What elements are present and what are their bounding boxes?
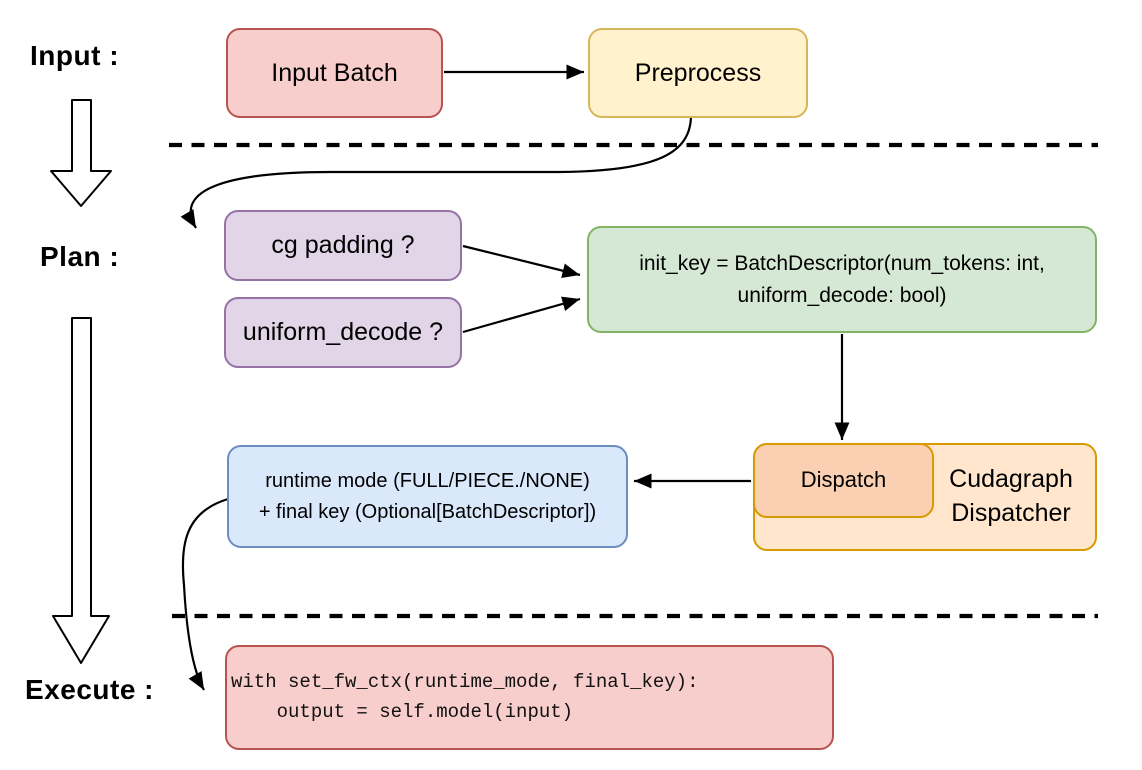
arrow-cgpadding-initkey <box>462 244 581 279</box>
cudagraph-line2: Dispatcher <box>951 499 1071 527</box>
arrow-preprocess-cgpadding <box>180 117 693 229</box>
node-input-batch: Input Batch <box>226 28 443 118</box>
cudagraph-line1: Cudagraph <box>949 465 1073 494</box>
node-preprocess: Preprocess <box>588 28 808 118</box>
node-uniform-decode-label: uniform_decode ? <box>242 318 444 347</box>
node-cg-padding: cg padding ? <box>224 210 462 281</box>
node-init-key-line2: uniform_decode: bool) <box>737 283 947 307</box>
phase-arrow-input-to-plan <box>50 99 112 207</box>
node-cg-padding-label: cg padding ? <box>271 231 415 260</box>
phase-label-execute: Execute : <box>25 674 154 705</box>
node-dispatch: Dispatch <box>753 443 934 518</box>
arrow-runtimemode-executecode <box>181 497 229 691</box>
node-runtime-mode-line2: + final key (Optional[BatchDescriptor]) <box>258 500 597 523</box>
phase-label-plan: Plan : <box>40 241 120 272</box>
execute-code-line1: with set_fw_ctx(runtime_mode, final_key)… <box>231 671 699 694</box>
node-dispatch-label: Dispatch <box>800 467 887 493</box>
execute-code-line2: output = self.model(input) <box>231 700 574 723</box>
phase-label-input: Input : <box>30 40 120 71</box>
node-runtime-mode-line1: runtime mode (FULL/PIECE./NONE) <box>265 469 590 492</box>
node-execute-code: with set_fw_ctx(runtime_mode, final_key)… <box>225 645 834 750</box>
node-init-key-line1: init_key = BatchDescriptor(num_tokens: i… <box>639 252 1045 275</box>
arrow-uniformdecode-initkey <box>462 296 581 334</box>
node-cudagraph-dispatcher-label: Cudagraph Dispatcher <box>927 463 1095 531</box>
node-preprocess-label: Preprocess <box>634 58 762 87</box>
node-uniform-decode: uniform_decode ? <box>224 297 462 368</box>
node-init-key: init_key = BatchDescriptor(num_tokens: i… <box>587 226 1097 333</box>
node-input-batch-label: Input Batch <box>271 58 398 87</box>
phase-arrow-plan-to-execute <box>52 317 110 664</box>
node-runtime-mode: runtime mode (FULL/PIECE./NONE) + final … <box>227 445 628 548</box>
